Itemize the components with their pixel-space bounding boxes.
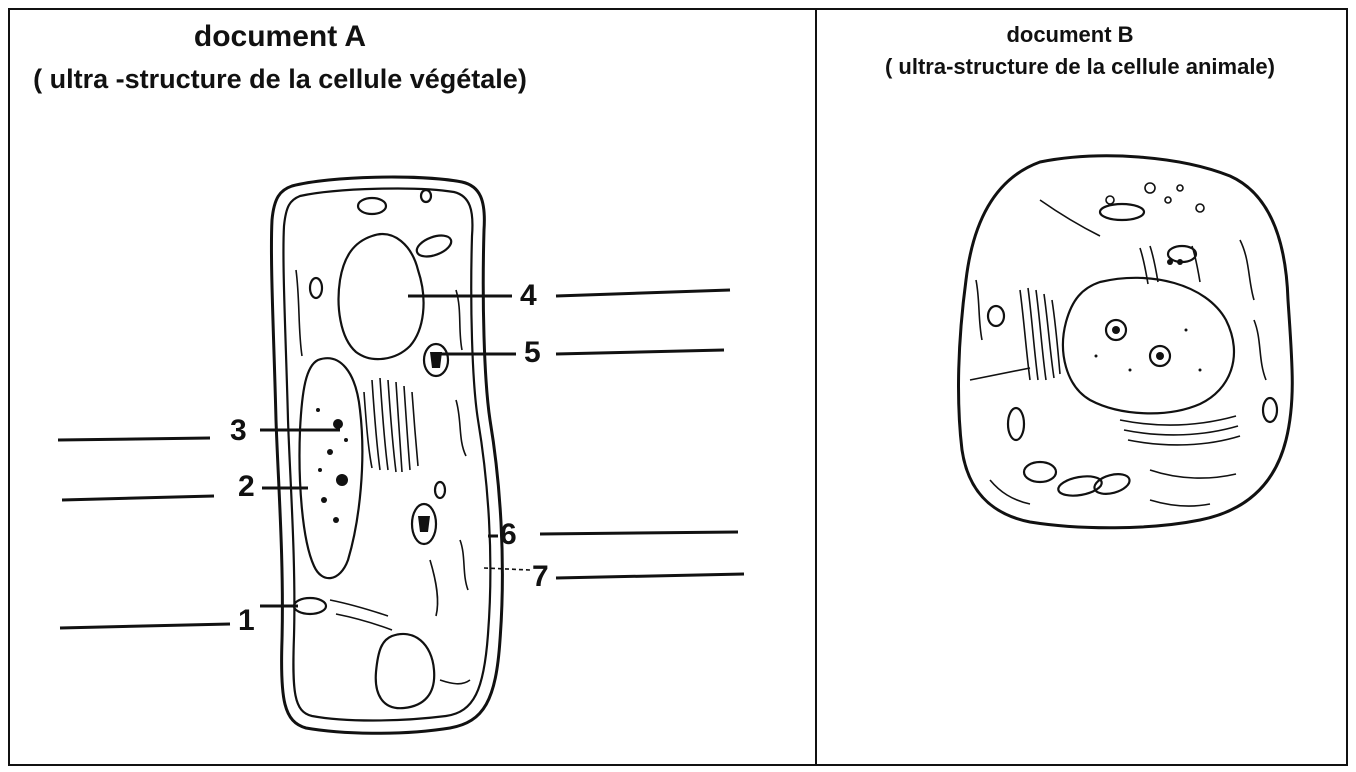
label-6: 6 xyxy=(500,518,517,551)
answer-line-2 xyxy=(62,496,214,500)
answer-line-5 xyxy=(556,350,724,354)
answer-line-3 xyxy=(58,438,210,440)
answer-line-4 xyxy=(556,290,730,296)
plant-golgi-stack xyxy=(364,378,418,472)
label-7: 7 xyxy=(532,560,549,593)
animal-golgi xyxy=(1020,246,1240,445)
animal-vesicles xyxy=(1106,183,1204,265)
answer-line-7 xyxy=(556,574,744,578)
label-3: 3 xyxy=(230,414,247,447)
label-5: 5 xyxy=(524,336,541,369)
plant-nucleus-chromatin xyxy=(316,408,348,523)
plant-cell-drawing: 4 5 3 2 6 7 1 xyxy=(58,177,744,733)
plant-nucleus xyxy=(300,358,363,578)
animal-cell-drawing xyxy=(959,156,1293,528)
answer-line-1 xyxy=(60,624,230,628)
label-4: 4 xyxy=(520,279,537,312)
animal-er xyxy=(970,200,1266,506)
answer-line-6 xyxy=(540,532,738,534)
animal-cell-membrane xyxy=(959,156,1293,528)
animal-nucleus xyxy=(1063,278,1234,414)
label-1: 1 xyxy=(238,604,255,637)
plant-vacuole-small xyxy=(376,634,434,708)
plant-er xyxy=(296,270,470,684)
label-2: 2 xyxy=(238,470,255,503)
animal-nucleoli xyxy=(1095,320,1202,372)
